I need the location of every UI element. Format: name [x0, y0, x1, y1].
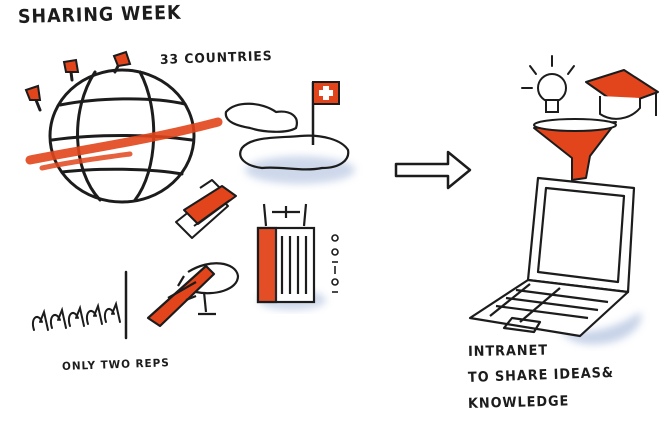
laptop-icon: [468, 176, 636, 338]
airplane-icon: [146, 262, 240, 328]
switzerland-map-icon: [224, 102, 350, 171]
flight-path-swoosh: [25, 117, 223, 165]
people-icon: [32, 270, 128, 340]
graduation-cap-icon: [585, 69, 659, 120]
swiss-flag-icon: [311, 81, 340, 145]
hotel-building-icon: [256, 203, 316, 304]
plane-ticket-icon: [175, 179, 237, 239]
arrow-right-icon: [394, 150, 472, 190]
lightbulb-icon: [521, 55, 575, 113]
hotel-sign-icon: [331, 234, 339, 293]
intranet-caption-line-3: KNOWLEDGE: [467, 393, 570, 412]
page-title: SHARING WEEK: [17, 1, 182, 28]
globe-pins-icon: [24, 50, 132, 101]
intranet-caption-line-1: INTRANET: [467, 342, 549, 360]
funnel-icon: [533, 118, 617, 181]
globe-icon: [32, 56, 196, 204]
